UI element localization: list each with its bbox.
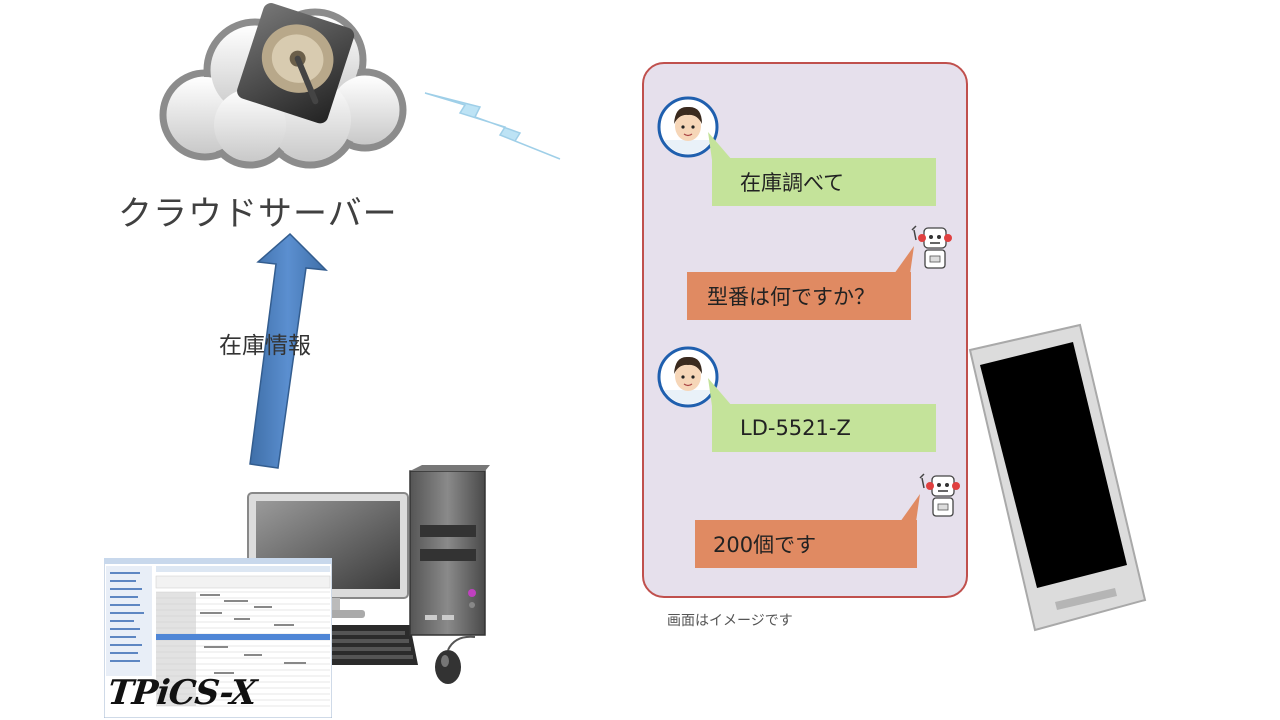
chat-bubble-user: 在庫調べて: [712, 158, 936, 206]
lightning-bolt-icon: [424, 92, 561, 160]
upload-arrow: [249, 232, 328, 469]
chat-bubble-bot: 200個です: [695, 520, 917, 568]
cloud-server-label: クラウドサーバー: [118, 194, 398, 234]
bubble-tail: [900, 494, 920, 522]
tpics-x-logo: TPiCS-X: [105, 673, 258, 713]
hard-disk-icon: [237, 3, 355, 124]
smartphone-icon: [968, 323, 1147, 632]
user-avatar-icon: [657, 96, 719, 158]
chat-bubble-bot: 型番は何ですか？: [687, 272, 911, 320]
chat-bubble-user: LD-5521-Z: [712, 404, 936, 452]
bubble-tail: [894, 246, 914, 274]
bubble-tail: [708, 132, 732, 160]
robot-icon: [919, 473, 960, 517]
inventory-info-label: 在庫情報: [219, 333, 311, 359]
image-caption: 画面はイメージです: [667, 613, 793, 629]
bubble-tail: [708, 378, 732, 406]
software-screenshot: [104, 558, 332, 718]
cloud-server-icon: [159, 3, 407, 169]
user-avatar-icon: [657, 346, 719, 408]
robot-icon: [911, 225, 952, 269]
